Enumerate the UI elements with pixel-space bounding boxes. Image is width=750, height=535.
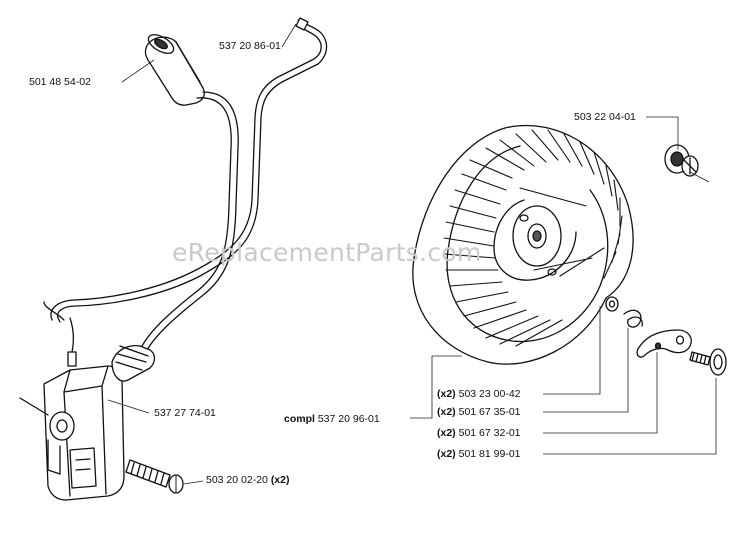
leader-line-wire (281, 23, 297, 48)
spark-plug-boot-icon (144, 34, 205, 106)
leader-line-boot (121, 59, 155, 83)
watermark: eReplacementParts.com (172, 238, 482, 267)
flywheel-prefix: compl (284, 413, 315, 425)
label-ignition-module: 537 27 74-01 (154, 407, 216, 419)
label-kit-item-3: (x2) 501 67 32-01 (437, 427, 521, 439)
module-screw-icon (125, 459, 184, 494)
label-kit-item-1: (x2) 503 23 00-42 (437, 388, 521, 400)
label-flywheel: compl 537 20 96-01 (284, 413, 380, 425)
washer-icon (605, 296, 619, 312)
flywheel-nut-icon (664, 144, 699, 177)
leader-line-spring (543, 328, 629, 413)
screw-part-number: 503 20 02-20 (206, 474, 268, 486)
ground-wire-icon (43, 17, 328, 367)
label-screw: 503 20 02-20 (x2) (206, 474, 290, 486)
kit-item-part: 501 67 32-01 (458, 427, 521, 439)
leader-line-flywheel (410, 355, 462, 419)
flywheel-icon (412, 124, 634, 365)
leader-line-screw (183, 480, 204, 485)
label-kit-item-4: (x2) 501 81 99-01 (437, 448, 521, 460)
label-wire: 537 20 86-01 (219, 40, 281, 52)
label-nut: 503 22 04-01 (574, 111, 636, 123)
screw-quantity: (x2) (270, 474, 290, 486)
spring-icon (623, 309, 643, 328)
kit-item-part: 501 67 35-01 (458, 406, 521, 418)
kit-item-qty: (x2) (437, 388, 456, 400)
kit-item-qty: (x2) (437, 427, 456, 439)
leader-line-module (107, 399, 150, 414)
ignition-module-icon (19, 344, 156, 501)
pawl-screw-icon (689, 348, 727, 376)
leader-line-pawl-screw (543, 378, 717, 455)
kit-item-part: 503 23 00-42 (458, 388, 521, 400)
pawl-icon (636, 329, 692, 358)
kit-item-qty: (x2) (437, 406, 456, 418)
leader-line-pawl (543, 352, 658, 434)
leader-line-nut-end (689, 171, 710, 183)
ignition-lead-icon (140, 91, 239, 351)
leader-line-washer (543, 306, 601, 395)
flywheel-part-number: 537 20 96-01 (317, 413, 380, 425)
label-kit-item-2: (x2) 501 67 35-01 (437, 406, 521, 418)
kit-item-part: 501 81 99-01 (458, 448, 521, 460)
leader-line-nut (646, 116, 679, 150)
label-boot: 501 48 54-02 (29, 76, 91, 88)
kit-item-qty: (x2) (437, 448, 456, 460)
